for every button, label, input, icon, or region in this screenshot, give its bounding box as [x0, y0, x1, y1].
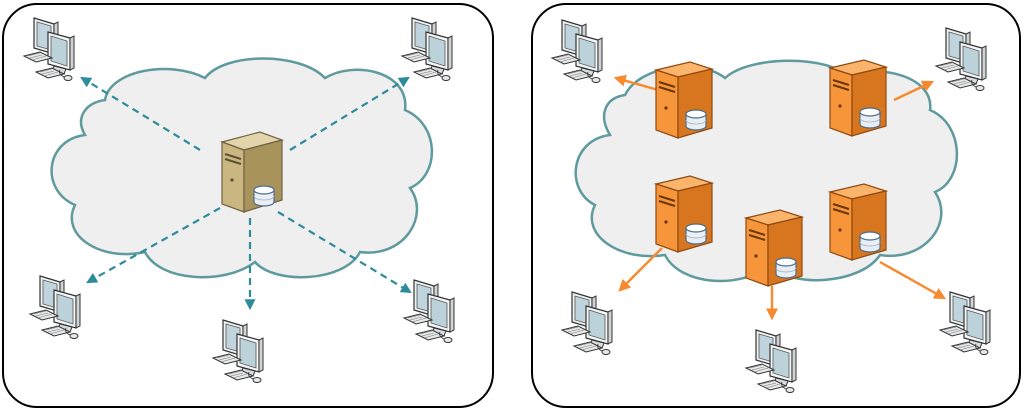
server-icon [743, 209, 805, 287]
arrow-server5-to-client [879, 260, 947, 300]
server-icon [653, 175, 715, 253]
database-icon [685, 109, 707, 131]
arrow-server3-to-client [618, 247, 663, 292]
arrow-server2-to-client [893, 80, 935, 102]
centralized-panel [2, 3, 494, 408]
server-icon [827, 59, 889, 137]
distributed-panel [531, 3, 1021, 408]
database-icon [859, 107, 881, 129]
arrow-to-client-bottom-left [86, 207, 221, 284]
arrow-server1-to-client [613, 74, 659, 92]
database-icon [253, 185, 275, 207]
server-icon [653, 61, 715, 139]
central-server-icon [219, 131, 285, 213]
database-icon [685, 223, 707, 245]
server-icon [827, 183, 889, 261]
database-icon [775, 257, 797, 279]
database-icon [859, 231, 881, 253]
arrow-to-client-bottom-right [277, 211, 412, 294]
